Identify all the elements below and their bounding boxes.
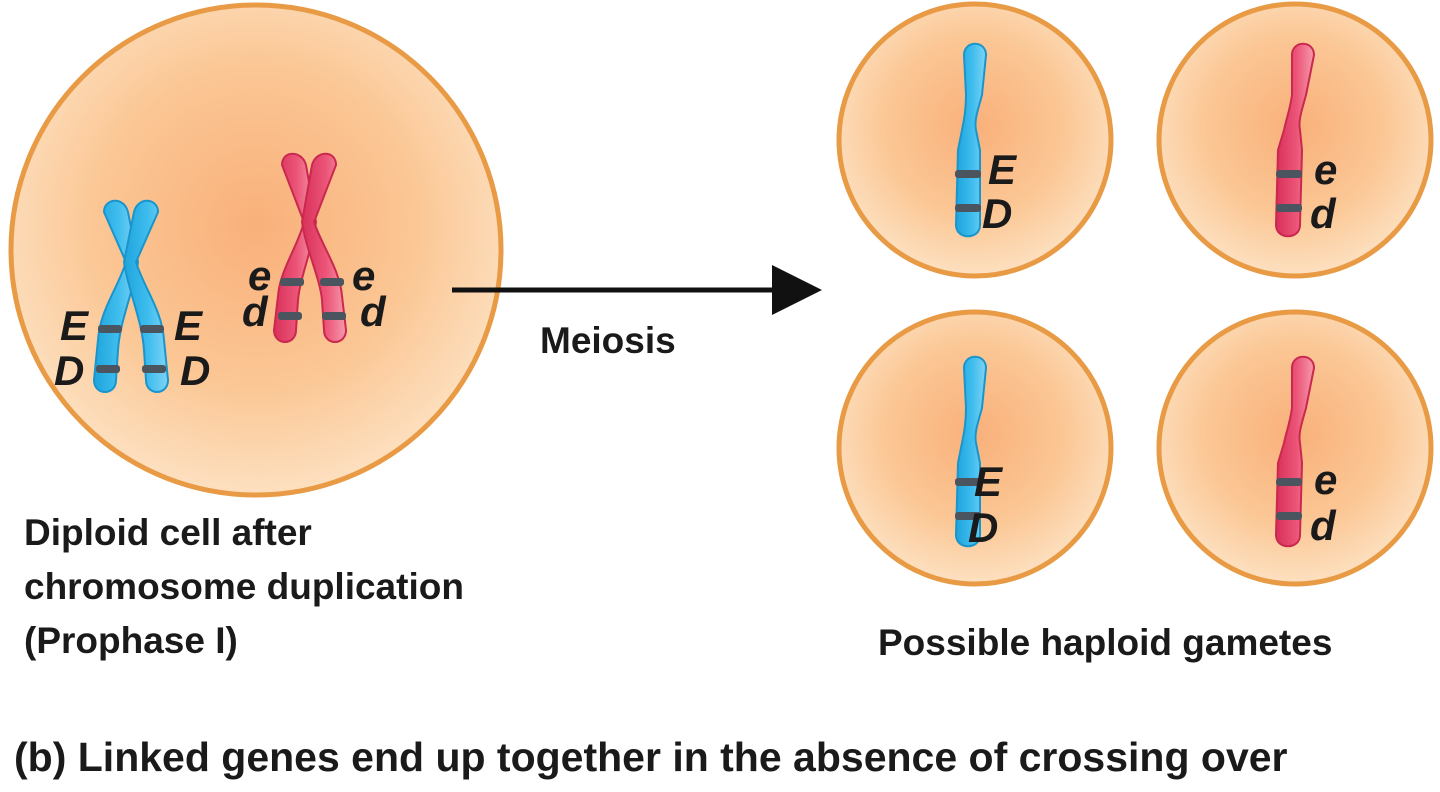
allele-d-right: D (180, 347, 210, 394)
band-e (1276, 170, 1302, 178)
diploid-cell-caption: Diploid cell after chromosome duplicatio… (24, 506, 464, 668)
gamete-blue-top: E D (836, 1, 1114, 279)
allele-d: D (968, 504, 998, 551)
gamete-red-bottom: e d (1156, 309, 1434, 587)
band-d (955, 204, 981, 212)
band-d-right (142, 365, 166, 373)
meiosis-label: Meiosis (540, 320, 676, 361)
band-e-left (98, 325, 122, 333)
gametes-label: Possible haploid gametes (878, 622, 1333, 663)
allele-d: D (982, 190, 1012, 237)
band-d-red-left (278, 312, 302, 320)
allele-e-red-left: e (248, 252, 271, 299)
diploid-caption-line2: chromosome duplication (24, 566, 464, 607)
allele-e: E (988, 146, 1018, 193)
gamete-blue-bottom: E D (836, 309, 1114, 587)
single-red-chromosome (1274, 42, 1316, 238)
band-e-right (140, 325, 164, 333)
allele-e: e (1314, 146, 1337, 193)
band-e (955, 170, 981, 178)
panel-caption: (b) Linked genes end up together in the … (14, 734, 1288, 781)
red-duplicated-chromosome (272, 152, 348, 343)
blue-duplicated-chromosome (92, 199, 170, 393)
diploid-caption-line1: Diploid cell after (24, 512, 312, 553)
allele-e: e (1314, 456, 1337, 503)
band-e (955, 478, 981, 486)
allele-d-red-left: d (242, 288, 269, 335)
allele-e-left: E (60, 302, 90, 349)
band-e-red-left (280, 278, 304, 286)
band-e-red-right (320, 278, 344, 286)
diploid-cell: E D E D e d e d (8, 2, 504, 498)
band-d-left (96, 365, 120, 373)
allele-e-red-right: e (352, 252, 375, 299)
band-d (1276, 204, 1302, 212)
band-d (955, 512, 981, 520)
panel-caption-text: Linked genes end up together in the abse… (77, 734, 1288, 780)
allele-d: d (1310, 502, 1337, 549)
diploid-caption-line3: (Prophase I) (24, 620, 238, 661)
panel-letter: (b) (14, 734, 67, 780)
single-blue-chromosome (954, 355, 988, 548)
allele-d-red-right: d (360, 288, 387, 335)
single-red-chromosome (1274, 355, 1316, 548)
band-d-red-right (322, 312, 346, 320)
allele-e: E (974, 458, 1004, 505)
allele-e-right: E (174, 302, 204, 349)
gamete-red-top: e d (1156, 1, 1434, 279)
allele-d: d (1310, 190, 1337, 237)
band-d (1276, 512, 1302, 520)
band-e (1276, 478, 1302, 486)
allele-d-left: D (54, 347, 84, 394)
single-blue-chromosome (954, 42, 988, 238)
